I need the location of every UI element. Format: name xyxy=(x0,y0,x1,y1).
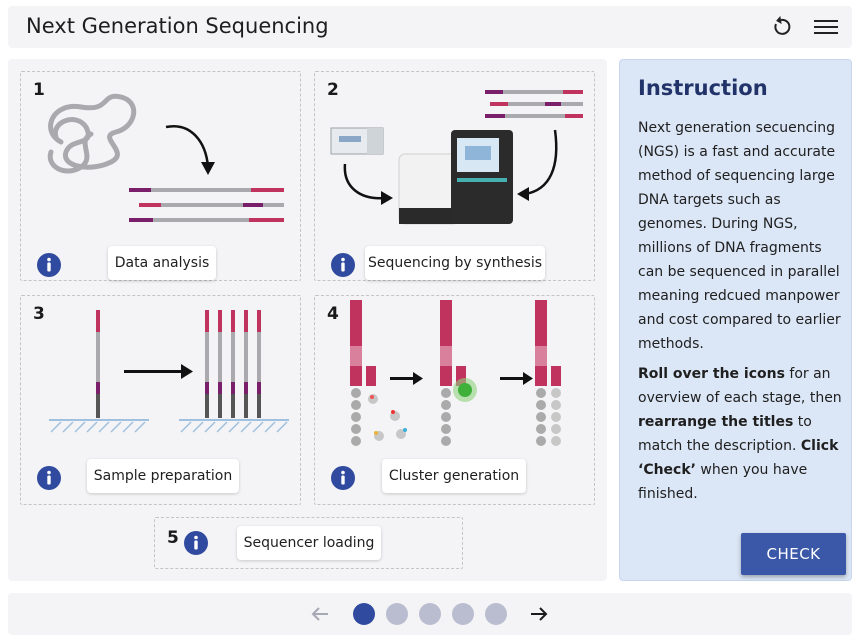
page-dot-2[interactable] xyxy=(386,603,408,625)
instruction-text: when you have finished. xyxy=(638,462,808,502)
title-tile-sample-preparation[interactable]: Sample preparation xyxy=(87,459,239,493)
stages-panel: 1 Data analysis 2 Sequencing xyxy=(8,59,607,581)
instruction-heading: Instruction xyxy=(638,76,768,100)
info-button-2[interactable] xyxy=(330,252,356,278)
stage-number: 3 xyxy=(33,304,45,324)
stage-card-3: 3 Sample preparation xyxy=(20,295,301,505)
instruction-para-2: Roll over the icons for an overview of e… xyxy=(638,362,842,506)
reset-icon xyxy=(774,16,791,35)
emphasis-text: Click ‘Check’ xyxy=(638,438,839,478)
check-button[interactable]: CHECK xyxy=(741,533,846,575)
info-icon xyxy=(37,253,61,277)
stage-number: 2 xyxy=(327,80,339,100)
next-button[interactable] xyxy=(527,602,551,626)
page-dot-1[interactable] xyxy=(353,603,375,625)
page-dot-5[interactable] xyxy=(485,603,507,625)
dna-analysis-illustration xyxy=(47,93,284,222)
reset-button[interactable] xyxy=(766,12,796,42)
instruction-para-1: Next generation secuencing (NGS) is a fa… xyxy=(638,120,841,352)
stage-card-2: 2 Sequencing by synthesis xyxy=(314,71,595,281)
emphasis-text: Roll over the icons xyxy=(638,366,785,382)
stage-number: 1 xyxy=(33,80,45,100)
stage-number: 4 xyxy=(327,304,339,324)
app-title: Next Generation Sequencing xyxy=(26,14,329,38)
arrow-left-icon xyxy=(311,607,328,621)
title-tile-data-analysis[interactable]: Data analysis xyxy=(108,246,216,280)
emphasis-text: rearrange the titles xyxy=(638,414,794,430)
title-tile-cluster-generation[interactable]: Cluster generation xyxy=(382,459,526,493)
instruction-text: to match the description. xyxy=(638,414,812,454)
info-button-1[interactable] xyxy=(36,252,62,278)
info-button-4[interactable] xyxy=(330,465,356,491)
page-dot-3[interactable] xyxy=(419,603,441,625)
info-icon xyxy=(331,466,355,490)
instruction-text: for an overview of each stage, then xyxy=(638,366,842,406)
info-icon xyxy=(37,466,61,490)
sample-prep-illustration xyxy=(49,310,289,433)
stage-card-1: 1 Data analysis xyxy=(20,71,301,281)
header-bar: Next Generation Sequencing xyxy=(8,6,852,48)
stage-card-4: 4 Cluster generation xyxy=(314,295,595,505)
info-icon xyxy=(184,531,208,555)
stage-number: 5 xyxy=(167,528,179,548)
info-icon xyxy=(331,253,355,277)
arrow-right-icon xyxy=(531,607,548,621)
info-button-3[interactable] xyxy=(36,465,62,491)
stage-card-5: 5 Sequencer loading xyxy=(154,517,463,569)
instruction-panel: Instruction Next generation secuencing (… xyxy=(619,59,852,581)
title-tile-sequencer-loading[interactable]: Sequencer loading xyxy=(237,526,381,560)
menu-icon xyxy=(814,20,838,34)
cluster-generation-illustration xyxy=(350,300,561,446)
menu-button[interactable] xyxy=(811,12,841,42)
instruction-body: Next generation secuencing (NGS) is a fa… xyxy=(638,116,842,512)
page-dot-4[interactable] xyxy=(452,603,474,625)
prev-button[interactable] xyxy=(308,602,332,626)
title-tile-sequencing-by-synthesis[interactable]: Sequencing by synthesis xyxy=(365,246,545,280)
pagination-bar xyxy=(8,593,852,635)
sequencer-illustration xyxy=(330,90,583,225)
info-button-5[interactable] xyxy=(183,530,209,556)
